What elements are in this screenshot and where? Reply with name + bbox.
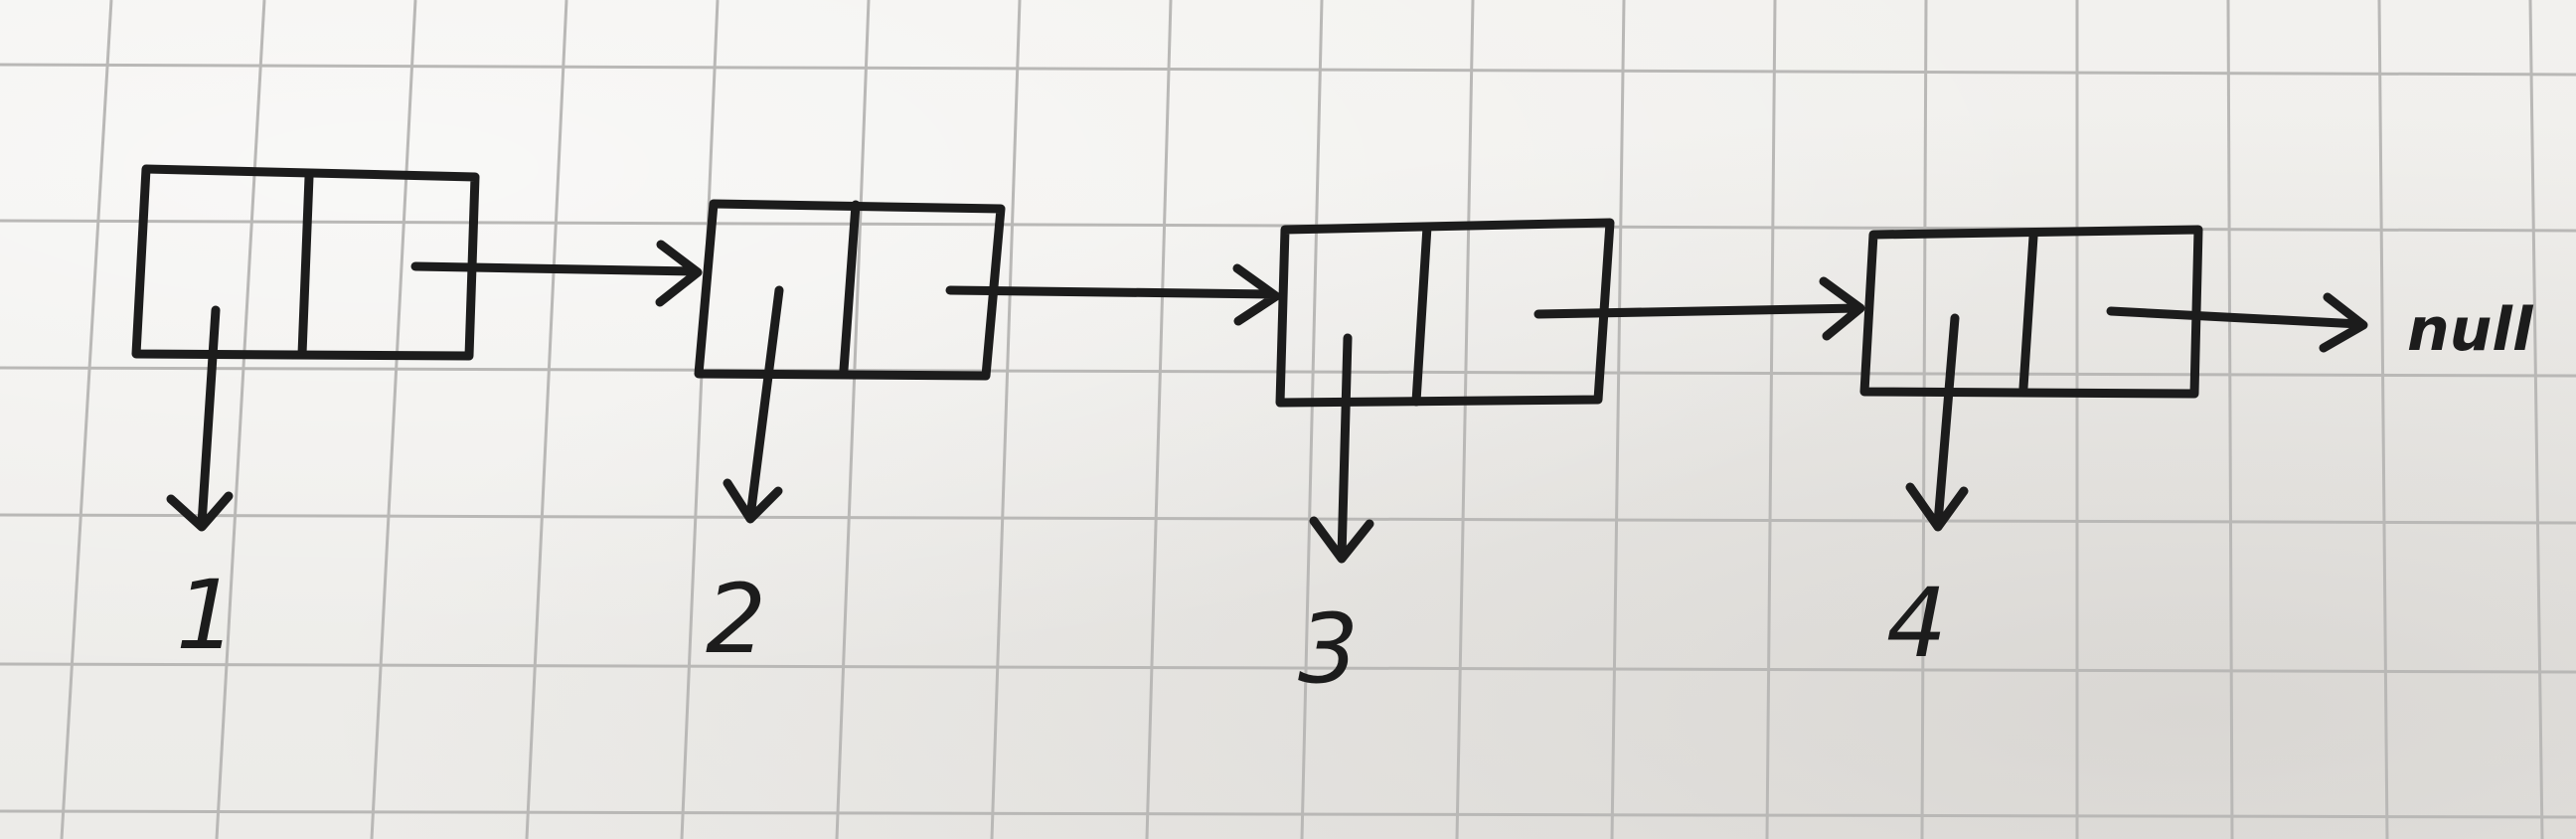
value-pointer-arrow [1905,313,1969,532]
node-box [1275,218,1615,408]
node-value-3: 3 [1298,593,1359,705]
node-value-1: 1 [176,560,237,671]
node-value-2: 2 [706,564,766,675]
list-node-4 [1859,225,2203,532]
node-box [1859,225,2203,399]
list-node-1 [131,164,480,532]
node-value-4: 4 [1886,568,1947,679]
node-divider [839,200,861,375]
null-terminator-label: null [2407,295,2534,365]
node-divider [2018,232,2038,393]
node-box [131,164,480,361]
next-pointer-arrow [410,240,703,307]
value-pointer-arrow [166,305,234,532]
node-box [694,199,1006,381]
node-divider [1411,222,1432,407]
next-pointer-arrow [1533,276,1865,341]
list-node-2 [694,199,1006,524]
value-pointer-arrow [723,285,784,524]
value-pointer-arrow [1309,333,1374,564]
list-node-3 [1275,218,1615,564]
next-pointer-arrow [945,263,1281,326]
null-pointer-arrow [2106,292,2368,353]
node-divider [297,172,314,359]
